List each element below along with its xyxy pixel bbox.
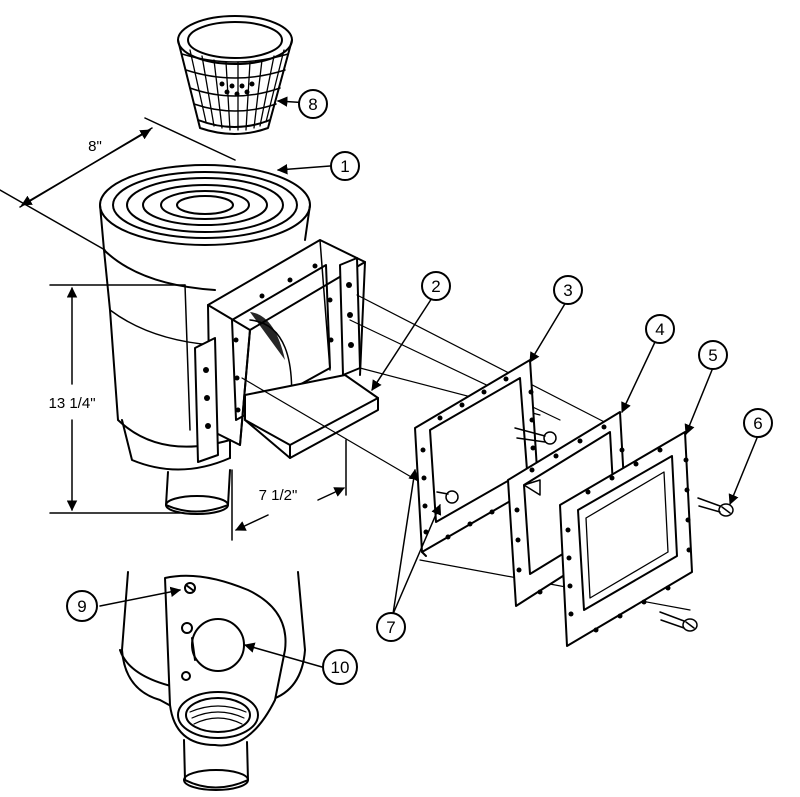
callout-7: 7 [386, 618, 395, 637]
width-dimension-label: 8" [88, 138, 102, 155]
callout-3: 3 [563, 281, 572, 300]
dimension-height [49, 284, 191, 514]
callout-10: 10 [331, 658, 350, 677]
callout-6: 6 [753, 414, 762, 433]
weir [244, 374, 379, 459]
dimension-depth [231, 439, 347, 541]
dimension-width [0, 117, 236, 251]
basket [177, 15, 293, 135]
faceplate-5 [559, 431, 693, 647]
screw-7b [436, 490, 459, 504]
callout-8: 8 [308, 95, 317, 114]
callout-4: 4 [655, 320, 664, 339]
screw-bottom [659, 611, 698, 632]
callout-5: 5 [708, 346, 717, 365]
screw-6 [697, 497, 734, 517]
callout-1: 1 [340, 157, 349, 176]
callout-2: 2 [431, 277, 440, 296]
height-dimension-label: 13 1/4" [48, 395, 95, 412]
leader-lines [99, 96, 758, 668]
depth-dimension-label: 7 1/2" [259, 487, 298, 504]
skimmer-body [99, 164, 366, 515]
screw-7a [514, 427, 557, 445]
bottom-detail [119, 571, 306, 791]
callout-9: 9 [77, 597, 86, 616]
callout-circles [66, 89, 773, 685]
